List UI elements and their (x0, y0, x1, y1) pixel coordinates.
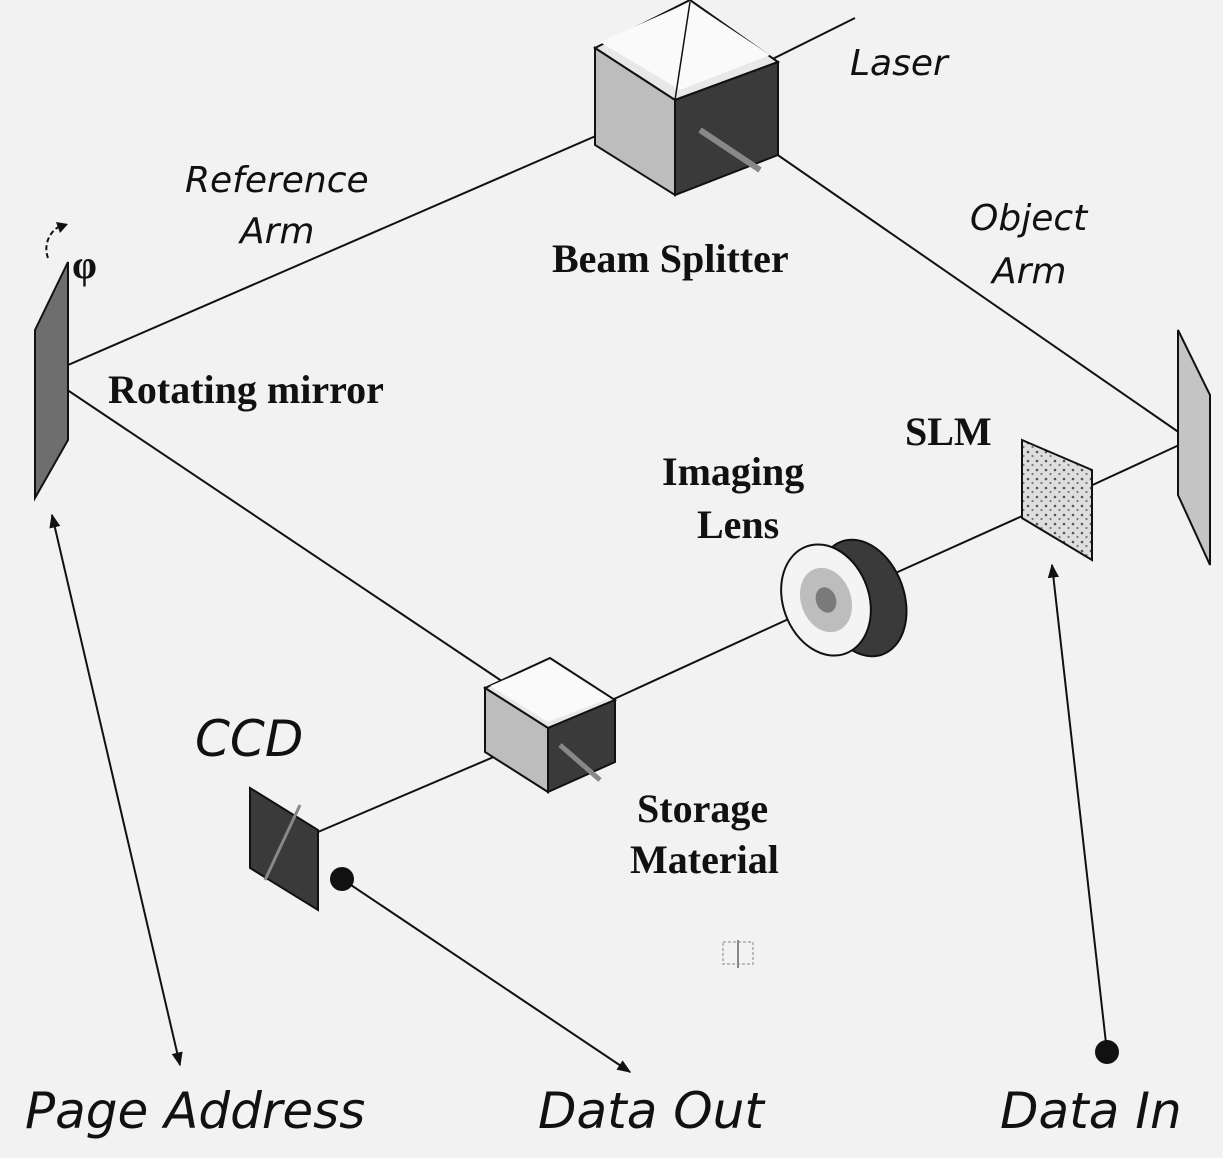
lens-to-slm-beam (879, 507, 1041, 581)
rotating-mirror-label: Rotating mirror (108, 367, 384, 412)
imaging-lens (780, 538, 908, 658)
data-in-arrow (1047, 563, 1108, 1053)
storage-material-cube (482, 656, 618, 794)
ccd-sensor (249, 786, 319, 912)
beam-splitter-cube (592, 0, 781, 197)
text-cursor-icon (722, 940, 754, 968)
object-arm-label-1: Object (970, 198, 1089, 239)
reference-arm-label-2: Arm (238, 211, 315, 252)
data-out-label: Data Out (538, 1082, 766, 1140)
phi-label: φ (72, 242, 97, 287)
laser-label: Laser (850, 43, 950, 84)
slm-label: SLM (905, 409, 992, 454)
data-out-arrow (341, 878, 632, 1073)
storage-material-label-1: Storage (637, 786, 768, 831)
imaging-lens-label-1: Imaging (662, 449, 804, 494)
io-arrows (49, 513, 1119, 1073)
storage-material-label-2: Material (630, 837, 779, 882)
data-in-label: Data In (1000, 1082, 1182, 1140)
page-address-arrow (49, 513, 183, 1067)
imaging-lens-label-2: Lens (697, 502, 779, 547)
reference-arm-label-1: Reference (185, 160, 369, 201)
page-address-label: Page Address (25, 1082, 365, 1140)
slm-panel (1021, 438, 1093, 562)
beam-paths (44, 17, 1191, 833)
object-arm-mirror (1177, 329, 1211, 566)
rotating-mirror (34, 222, 69, 502)
mirror-to-storage-beam (44, 374, 546, 711)
ccd-label: CCD (195, 710, 303, 768)
reference-arm-beam (44, 121, 629, 376)
object-arm-label-2: Arm (990, 251, 1067, 292)
ccd-to-storage-beam (317, 749, 511, 833)
object-arm-beam (729, 121, 1191, 441)
beam-splitter-label: Beam Splitter (552, 236, 789, 281)
